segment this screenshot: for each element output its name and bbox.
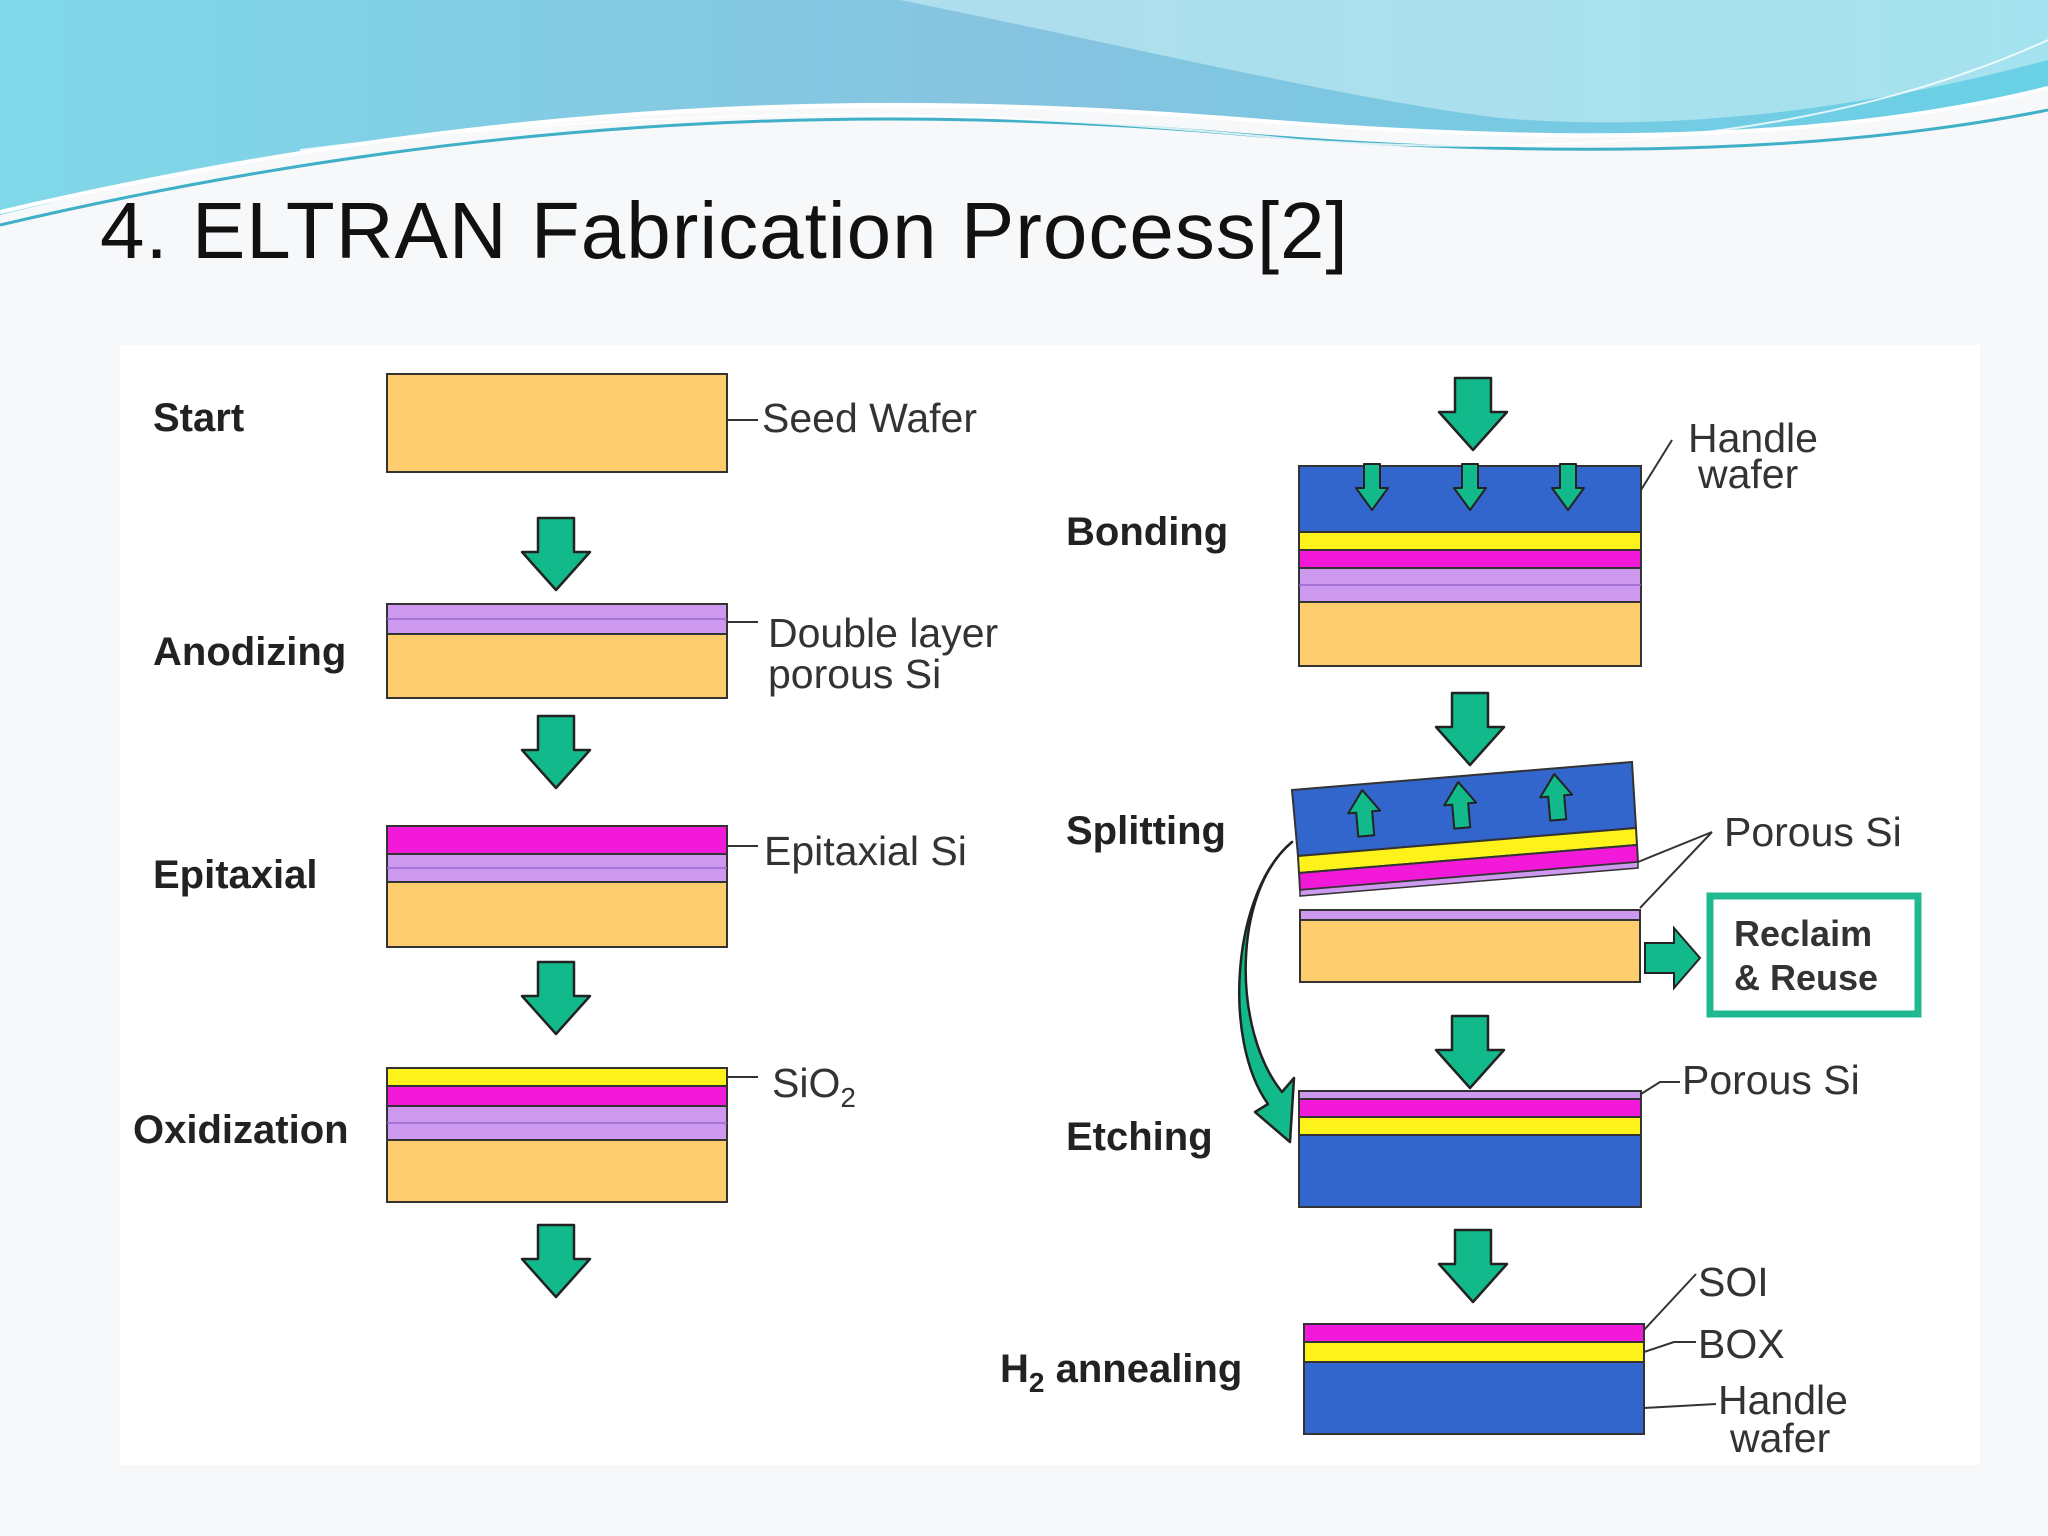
porous-si-leader-bottom xyxy=(1639,831,1713,909)
double-layer-annotation-1: Double layer xyxy=(768,610,998,656)
arrow-down-1-icon xyxy=(520,516,592,592)
etched-wafer-stack xyxy=(1298,1090,1642,1208)
box-leader xyxy=(1643,1341,1696,1353)
step-h2-annealing-label: H2 annealing xyxy=(1000,1347,1242,1398)
reuse-label: & Reuse xyxy=(1734,957,1878,998)
oxidized-wafer-stack xyxy=(386,1067,728,1203)
seed-wafer-annotation: Seed Wafer xyxy=(762,395,977,441)
handle-wafer-final-annotation-2: wafer xyxy=(1729,1415,1830,1461)
handle-wafer-annotation-1: Handle xyxy=(1688,415,1818,461)
arrow-down-3-icon xyxy=(520,960,592,1036)
anodized-wafer-stack xyxy=(386,603,728,699)
arrow-down-8-icon xyxy=(1437,1228,1509,1304)
porous-si-etch-leader xyxy=(1640,1081,1680,1095)
arrow-down-2-icon xyxy=(520,714,592,790)
box-annotation: BOX xyxy=(1698,1321,1785,1367)
step-etching-label: Etching xyxy=(1066,1115,1213,1159)
reclaim-arrow-icon xyxy=(1644,925,1702,991)
epitaxial-si-annotation: Epitaxial Si xyxy=(764,828,967,874)
step-bonding-label: Bonding xyxy=(1066,510,1228,554)
handle-wafer-leader xyxy=(1640,439,1673,491)
epitaxial-wafer-stack xyxy=(386,825,728,948)
step-oxidization-label: Oxidization xyxy=(133,1108,349,1152)
arrow-down-7-icon xyxy=(1434,1014,1506,1090)
handle-wafer-final-annotation-1: Handle xyxy=(1718,1377,1848,1423)
soi-annotation: SOI xyxy=(1698,1259,1769,1305)
header-wave xyxy=(0,0,2048,227)
reclaim-label: Reclaim xyxy=(1734,913,1872,954)
sio2-annotation: SiO2 xyxy=(772,1060,856,1113)
seed-wafer-stack xyxy=(386,373,728,473)
arrow-down-5-icon xyxy=(1437,376,1509,452)
flip-arrow-icon xyxy=(1238,840,1296,1144)
step-splitting-label: Splitting xyxy=(1066,809,1226,853)
step-anodizing-label: Anodizing xyxy=(153,630,346,674)
porous-si-etch-annotation: Porous Si xyxy=(1682,1057,1860,1103)
porous-si-split-annotation: Porous Si xyxy=(1724,809,1902,855)
split-top-wafer xyxy=(1290,760,1640,897)
soi-leader xyxy=(1643,1273,1697,1331)
handle-wafer-annotation-2: wafer xyxy=(1697,451,1798,497)
final-soi-wafer-stack xyxy=(1303,1323,1645,1435)
step-epitaxial-label: Epitaxial xyxy=(153,853,318,897)
double-layer-annotation-2: porous Si xyxy=(768,651,941,697)
reclaim-reuse-box xyxy=(1706,892,1922,1018)
arrow-down-6-icon xyxy=(1434,691,1506,767)
handle-wafer-final-leader xyxy=(1643,1403,1717,1409)
step-start-label: Start xyxy=(153,396,244,440)
slide-title: 4. ELTRAN Fabrication Process[2] xyxy=(100,186,1349,275)
split-seed-wafer xyxy=(1299,909,1641,983)
porous-si-leader-top xyxy=(1637,831,1713,863)
arrow-down-4-icon xyxy=(520,1223,592,1299)
